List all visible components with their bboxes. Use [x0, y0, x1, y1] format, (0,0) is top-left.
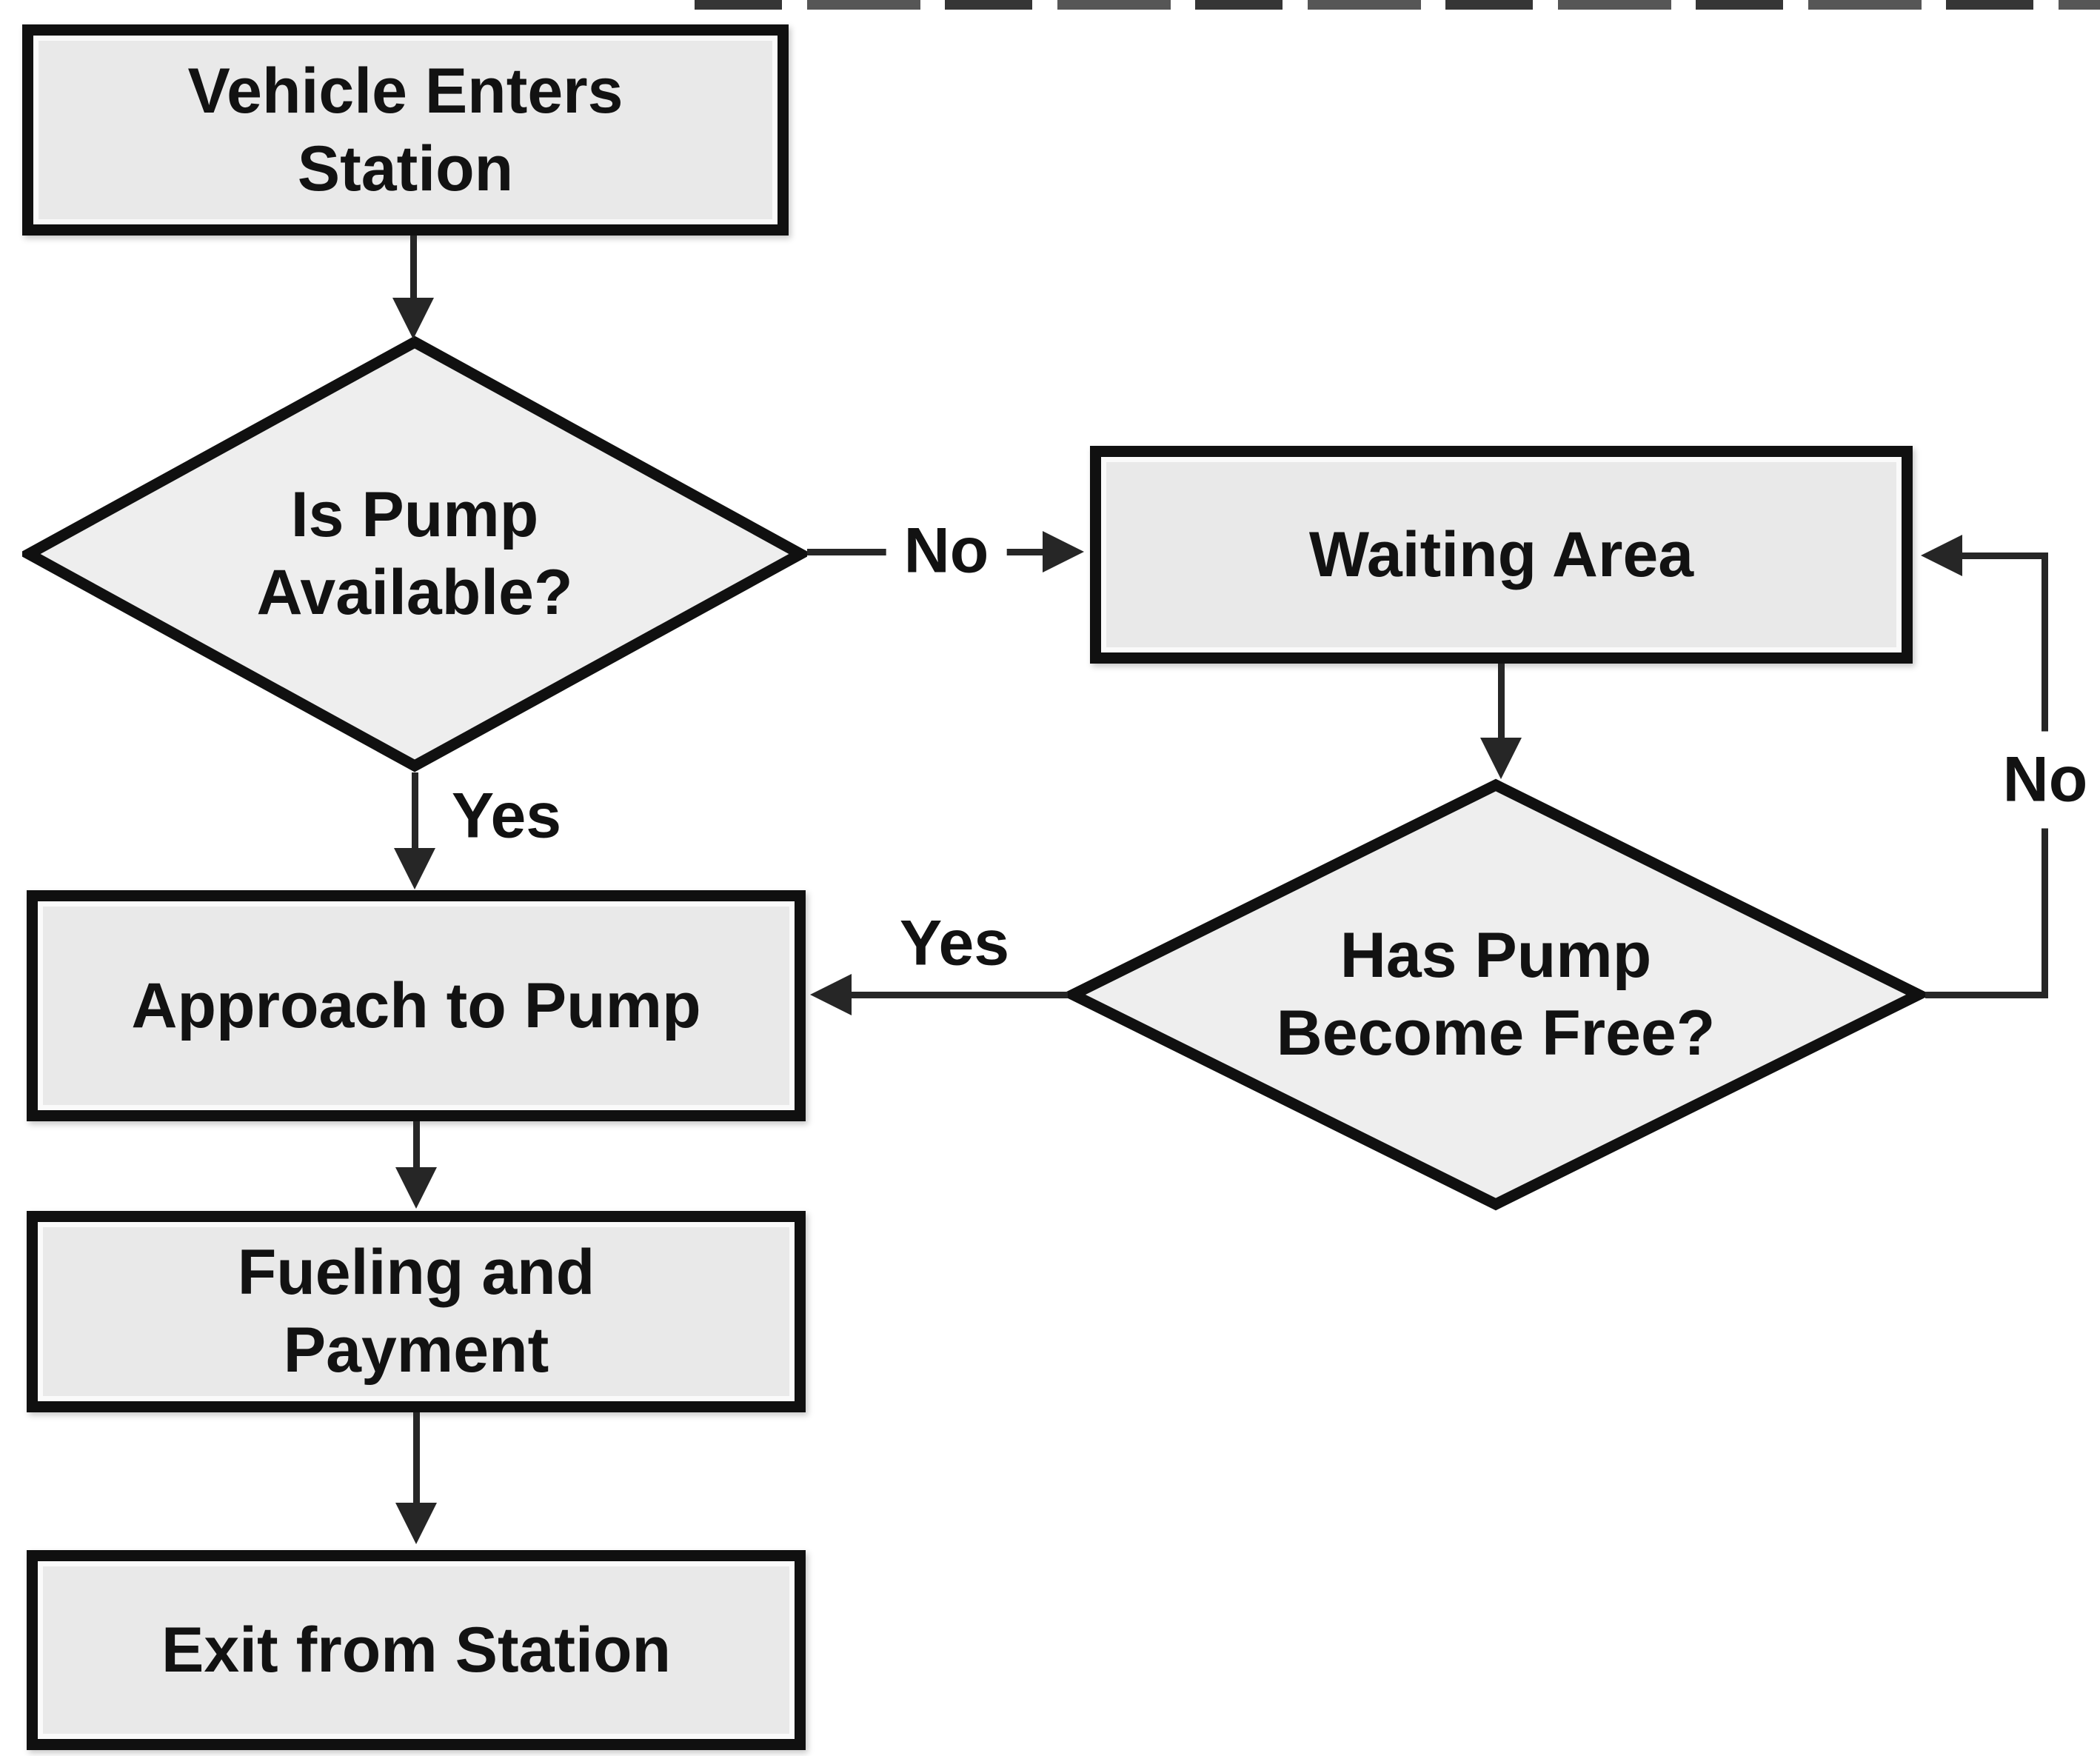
node-approach-to-pump: Approach to Pump [27, 890, 806, 1121]
arrowhead-down-icon [394, 848, 435, 889]
edge-label-no: No [2001, 731, 2090, 829]
arrowhead-down-icon [392, 298, 434, 339]
node-label-line: Exit from Station [161, 1614, 672, 1686]
edge-label-yes: Yes [899, 907, 1010, 979]
node-vehicle-enters-station: Vehicle Enters Station [22, 24, 789, 236]
node-exit-from-station: Exit from Station [27, 1550, 806, 1750]
arrowhead-down-icon [395, 1167, 437, 1209]
arrowhead-right-icon [1043, 531, 1084, 572]
decision-is-pump-available: Is Pump Available? [22, 335, 807, 772]
arrowhead-left-icon [1921, 535, 1962, 576]
arrow-yes-free-to-approach [849, 992, 1068, 998]
node-label-line: Station [297, 133, 514, 204]
node-label-line: Has Pump [1340, 920, 1652, 992]
decision-has-pump-become-free: Has Pump Become Free? [1066, 778, 1925, 1211]
edge-label-no: No [886, 514, 1007, 588]
arrowhead-down-icon [1480, 738, 1522, 779]
arrow-waiting-to-decision [1498, 664, 1505, 741]
node-fueling-and-payment: Fueling and Payment [27, 1211, 806, 1412]
arrow-no-loop-segment [1925, 992, 2048, 998]
decision-label: Has Pump Become Free? [1066, 778, 1925, 1211]
node-label-line: Waiting Area [1308, 518, 1694, 590]
arrow-yes-to-approach [412, 772, 418, 851]
arrow-no-loop-segment [1961, 552, 2044, 559]
diamond-shape [22, 335, 807, 772]
top-crop-artifact [695, 0, 2100, 10]
node-label-line: Vehicle Enters [187, 55, 623, 127]
arrow-vehicle-to-decision [410, 236, 417, 304]
diamond-shape [1066, 778, 1925, 1211]
node-label-line: Approach to Pump [131, 969, 701, 1041]
node-label-line: Payment [283, 1315, 549, 1386]
arrow-fueling-to-exit [413, 1412, 420, 1506]
edge-label-yes: Yes [451, 780, 562, 852]
decision-label: Is Pump Available? [22, 335, 807, 772]
node-label-line: Is Pump [290, 479, 539, 551]
arrowhead-left-icon [810, 974, 852, 1015]
arrowhead-down-icon [395, 1503, 437, 1544]
node-label-line: Available? [256, 557, 573, 628]
node-label-line: Fueling and [237, 1237, 595, 1309]
node-waiting-area: Waiting Area [1090, 446, 1913, 664]
arrow-approach-to-fueling [413, 1121, 420, 1170]
node-label-line: Become Free? [1276, 998, 1716, 1069]
